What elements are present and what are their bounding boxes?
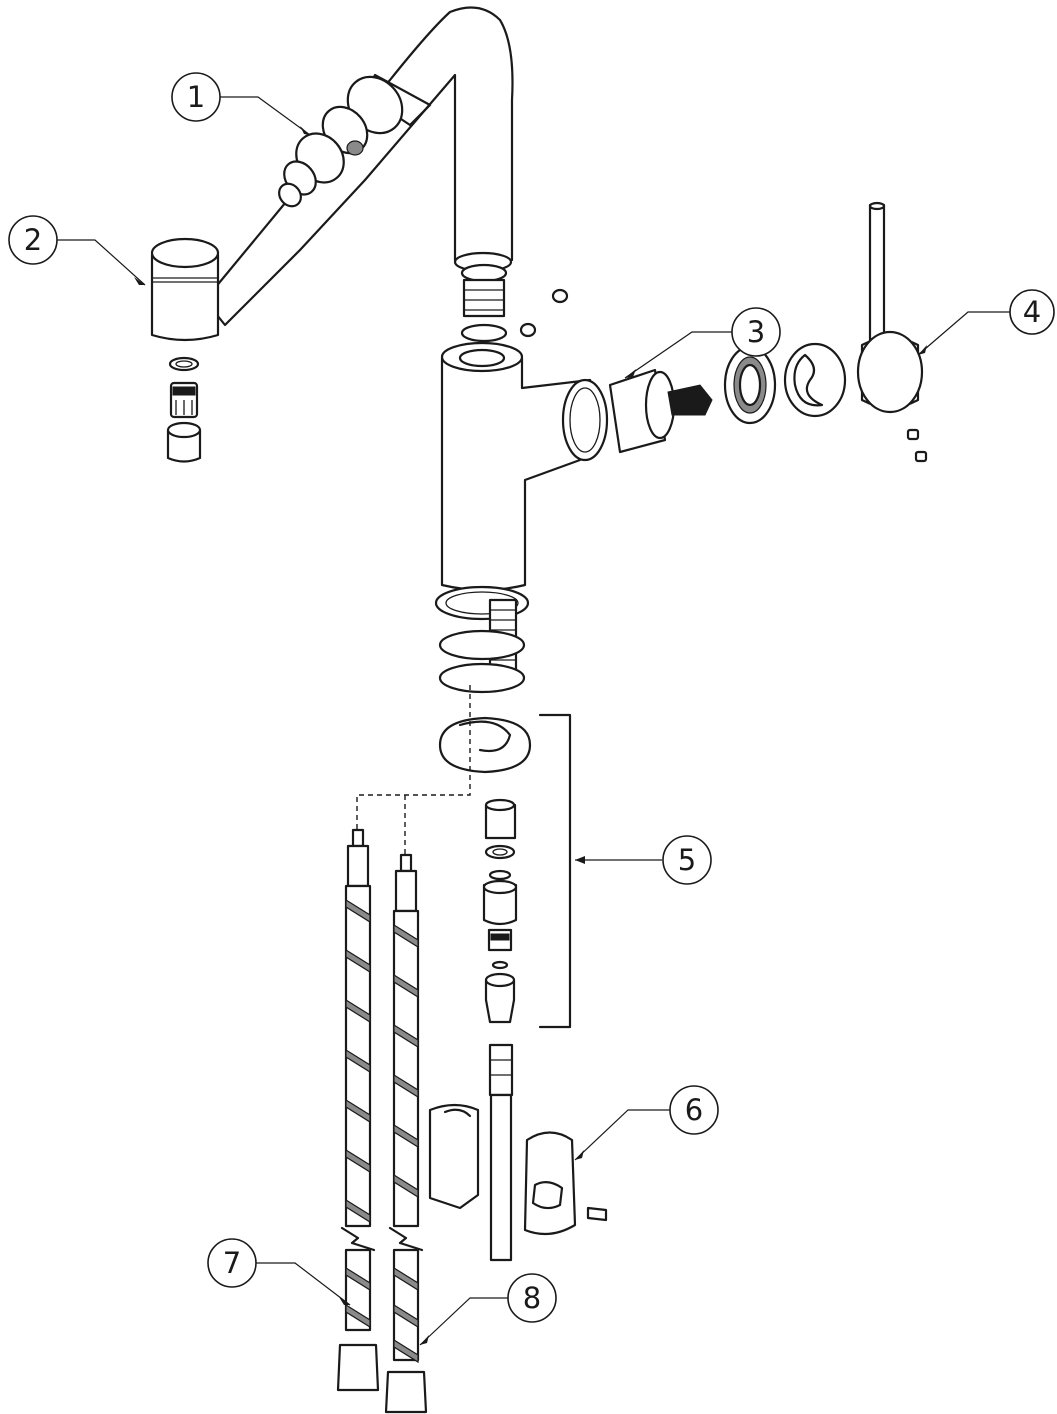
callout-label: 4 [1023, 295, 1041, 329]
hose-right [384, 853, 428, 1414]
callout-leaders [55, 96, 1010, 1346]
horseshoe-washer [438, 716, 532, 774]
callout-8: 8 [507, 1273, 557, 1323]
hose-route-dashed [356, 685, 471, 855]
callout-6: 6 [669, 1085, 719, 1135]
callout-label: 5 [678, 843, 696, 877]
callout-label: 2 [24, 223, 42, 257]
spout-connector [460, 263, 569, 343]
callout-7: 7 [207, 1238, 257, 1288]
cartridge [561, 368, 713, 462]
aerator-housing [150, 237, 220, 342]
fitting-set-bracket [538, 713, 572, 1029]
callout-label: 3 [747, 315, 765, 349]
spout-flow-insert [278, 75, 404, 208]
callout-2: 2 [8, 215, 58, 265]
callout-4: 4 [1009, 289, 1055, 335]
callout-label: 7 [223, 1246, 241, 1280]
faucet-body [440, 341, 592, 592]
stem-rod [488, 1043, 514, 1262]
callout-label: 6 [685, 1093, 703, 1127]
hose-left [336, 828, 380, 1392]
dome-cap [783, 342, 847, 418]
callout-label: 8 [523, 1281, 541, 1315]
mounting-bracket-left [428, 1103, 480, 1210]
hose-break-mark [340, 1226, 424, 1252]
threaded-stem [434, 585, 530, 694]
callout-label: 1 [187, 80, 205, 114]
aerator-parts [166, 356, 202, 463]
callout-5: 5 [662, 835, 712, 885]
fitting-set [482, 798, 518, 1024]
mounting-bracket-right [523, 1131, 608, 1236]
lever-handle [856, 201, 928, 463]
cartridge-nut [723, 345, 777, 425]
callout-3: 3 [731, 307, 781, 357]
callout-1: 1 [171, 72, 221, 122]
